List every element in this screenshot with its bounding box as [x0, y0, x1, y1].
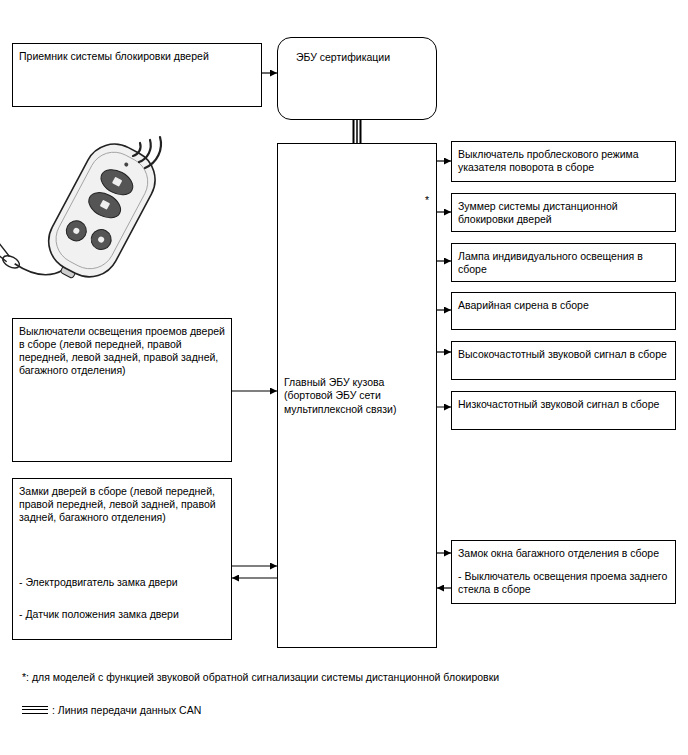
receiver-box: Приемник системы блокировки дверей — [12, 43, 262, 107]
node-text: Выключатель проблескового режима указате… — [458, 148, 669, 174]
arrow-line — [437, 587, 451, 588]
arrow-line — [437, 552, 451, 553]
can-bus-stroke — [356, 120, 358, 143]
footnote-marker: * — [425, 194, 429, 207]
node-text: Аварийная сирена в сборе — [458, 299, 669, 312]
signal-arrow — [437, 310, 451, 311]
main-body-ecu-box: Главный ЭБУ кузова (бортовой ЭБУ сети му… — [277, 143, 437, 648]
lamp-box: Лампа индивидуального освещения в сборе — [451, 243, 676, 282]
buzzer-box: Зуммер системы дистанционной блокировки … — [451, 193, 676, 232]
arrow-line — [437, 309, 451, 310]
switch-box: Выключатели освещения проемов дверей в с… — [12, 318, 232, 462]
radio-waves — [133, 137, 161, 168]
legend-entry: : Линия передачи данных CAN — [22, 704, 201, 716]
horn-box: Высокочастотный звуковой сигнал в сборе — [451, 341, 676, 380]
output-box: Выключатель проблескового режима указате… — [451, 141, 676, 182]
signal-arrow — [437, 588, 451, 589]
signal-arrow — [232, 578, 277, 579]
arrow-line — [232, 565, 277, 566]
signal-arrow — [437, 352, 451, 353]
arrow-line — [437, 351, 451, 352]
arrow-line — [437, 260, 451, 261]
signal-arrow — [262, 73, 277, 74]
certification-ecu-box: ЭБУ сертификации — [277, 37, 437, 120]
can-bus-stroke — [353, 120, 362, 143]
can-bus-line — [357, 120, 358, 143]
signal-arrow — [437, 161, 451, 162]
node-text: Замок окна багажного отделения в сборе — [458, 547, 669, 560]
node-text: Лампа индивидуального освещения в сборе — [458, 250, 669, 276]
signal-arrow — [232, 391, 277, 392]
siren-box: Аварийная сирена в сборе — [451, 292, 676, 330]
node-text: Главный ЭБУ кузова (бортовой ЭБУ сети му… — [284, 376, 430, 415]
signal-arrow — [232, 566, 277, 567]
footnote: *: для моделей с функцией звуковой обрат… — [22, 671, 499, 684]
arrow-line — [437, 160, 451, 161]
node-text: Замки дверей в сборе (левой передней, пр… — [19, 485, 225, 524]
signal-arrow — [437, 212, 451, 213]
signal-arrow — [437, 553, 451, 554]
node-text: Высокочастотный звуковой сигнал в сборе — [458, 348, 669, 361]
door-lock-box: Замки дверей в сборе (левой передней, пр… — [12, 478, 232, 640]
node-text: - Выключатель освещения проема заднего с… — [458, 570, 669, 596]
arrow-line — [262, 72, 277, 73]
key-fob — [0, 113, 166, 310]
node-text: - Датчик положения замка двери — [19, 608, 225, 621]
horn-box: Низкочастотный звуковой сигнал в сборе — [451, 391, 676, 430]
signal-arrow — [437, 261, 451, 262]
node-text: Приемник системы блокировки дверей — [19, 50, 255, 63]
legend-sample — [22, 706, 48, 714]
arrow-line — [232, 390, 277, 391]
node-text: Низкочастотный звуковой сигнал в сборе — [458, 398, 669, 411]
node-text: Зуммер системы дистанционной блокировки … — [458, 200, 669, 226]
arrow-line — [437, 211, 451, 212]
node-text: - Электродвигатель замка двери — [19, 576, 225, 589]
arrow-line — [232, 577, 277, 578]
can-bus-stroke — [355, 120, 360, 143]
legend-text: : Линия передачи данных CAN — [52, 704, 201, 716]
window-lock-box: Замок окна багажного отделения в сборе - … — [451, 540, 676, 604]
node-text: Выключатели освещения проемов дверей в с… — [19, 325, 225, 378]
node-text: ЭБУ сертификации — [296, 51, 430, 64]
